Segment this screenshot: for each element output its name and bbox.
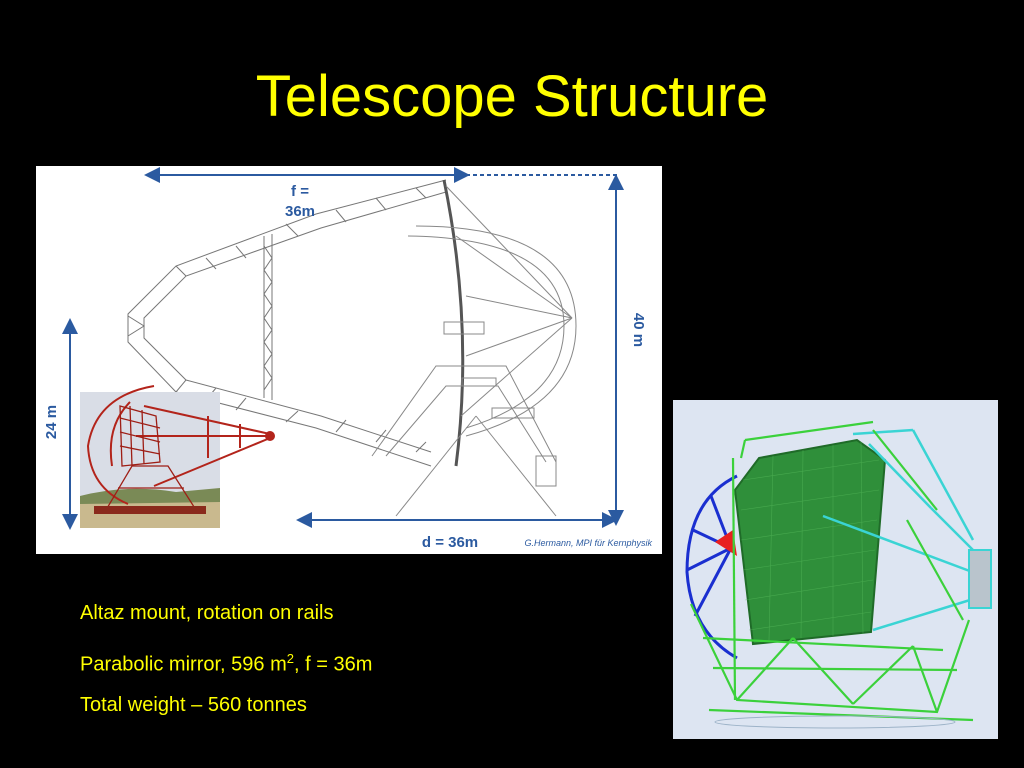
bullet-parabolic-mirror: Parabolic mirror, 596 m2, f = 36m — [80, 646, 372, 692]
camera-boom-drawing — [127, 179, 447, 467]
small-height-label: 24 m — [43, 405, 60, 439]
focal-length-label-line1: f = — [291, 183, 309, 200]
height-label: 40 m — [630, 313, 647, 347]
small-telescope-photo — [80, 385, 275, 528]
dish-diameter-label: d = 36m — [422, 534, 478, 551]
bullet-total-weight: Total weight – 560 tonnes — [80, 694, 307, 716]
credit-label: G.Hermann, MPI für Kernphysik — [524, 538, 652, 548]
bullet-mirror-superscript: 2 — [286, 651, 294, 666]
slide-title: Telescope Structure — [255, 64, 769, 129]
bullet-list: Altaz mount, rotation on rails Parabolic… — [80, 600, 372, 738]
telescope-blueprint: f = 36m 40 m 24 m d = 36m G.Hermann, MPI… — [36, 166, 662, 554]
bullet-mirror-prefix: Parabolic mirror, 596 m — [80, 653, 287, 676]
bullet-altaz-mount: Altaz mount, rotation on rails — [80, 602, 334, 624]
bullet-mirror-suffix: , f = 36m — [293, 653, 373, 676]
telescope-3d-model — [673, 400, 998, 739]
dimension-lines — [62, 167, 624, 530]
dish-mount-drawing — [356, 179, 596, 521]
focal-length-label-line2: 36m — [285, 203, 315, 220]
